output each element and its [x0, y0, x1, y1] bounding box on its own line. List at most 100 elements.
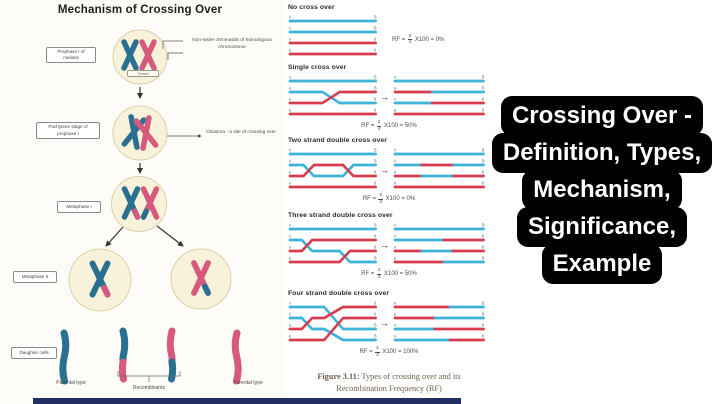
- svg-text:a: a: [289, 36, 292, 41]
- daughter-recombinant-1-tip: [118, 358, 127, 383]
- svg-text:a: a: [394, 255, 397, 260]
- annotation-connectors: [117, 40, 202, 382]
- svg-text:B: B: [374, 14, 377, 19]
- flow-arrows: [105, 87, 184, 247]
- arrow-right-icon: →: [380, 164, 389, 175]
- cell-circle-metaphase1: [111, 176, 167, 232]
- chromosome-pink-pachytene: [133, 115, 159, 151]
- svg-text:B: B: [482, 158, 485, 163]
- connector-non-sister-2: [167, 52, 183, 60]
- svg-text:B: B: [374, 322, 377, 327]
- svg-text:b: b: [374, 233, 377, 238]
- arrow-diagonal-left-icon: [105, 226, 124, 247]
- figure-caption-number: Figure 3.11:: [317, 372, 360, 381]
- swapped-tip-pink: [132, 208, 141, 220]
- svg-text:a: a: [394, 300, 397, 305]
- section-title: Four strand double cross over: [288, 290, 390, 297]
- svg-text:b: b: [482, 96, 485, 101]
- svg-text:A: A: [394, 333, 397, 338]
- tetrad-label: Tetrad: [127, 70, 159, 77]
- chromosome-pink-metaphase2: [191, 260, 211, 296]
- svg-text:B: B: [482, 222, 485, 227]
- chromosome-pink-metaphase1: [140, 186, 160, 220]
- svg-text:B: B: [374, 85, 377, 90]
- swapped-tip-blue: [202, 283, 211, 296]
- svg-text:a: a: [394, 107, 397, 112]
- title-card-line: Example: [541, 244, 663, 284]
- arrow-right-icon: →: [380, 317, 389, 328]
- daughter-recombinant-1-top: [119, 327, 129, 367]
- daughter-parental-blue: [59, 329, 70, 385]
- mechanism-title: Mechanism of Crossing Over: [57, 4, 223, 16]
- svg-text:A: A: [289, 222, 292, 227]
- swapped-tip-pink: [101, 284, 111, 298]
- svg-text:B: B: [374, 147, 377, 152]
- svg-text:a: a: [289, 255, 292, 260]
- connector-non-sister-1: [162, 40, 183, 49]
- svg-text:b: b: [482, 244, 485, 249]
- svg-text:B: B: [482, 255, 485, 260]
- svg-text:B: B: [374, 255, 377, 260]
- svg-text:a: a: [394, 244, 397, 249]
- figure-caption-text: Types of crossing over and its: [359, 372, 461, 381]
- svg-text:B: B: [482, 85, 485, 90]
- svg-text:b: b: [374, 300, 377, 305]
- svg-text:a: a: [289, 47, 292, 52]
- title-card-line: Definition, Types,: [491, 133, 713, 173]
- label-recombinants: Recombinants: [133, 385, 165, 391]
- daughter-recombinant-2-top: [166, 327, 176, 367]
- chromosome-pink-prophase: [139, 39, 157, 71]
- stage-label-metaphase1: Metaphase I: [57, 201, 101, 213]
- figure-caption: Figure 3.11: Types of crossing over and …: [288, 371, 490, 395]
- svg-text:b: b: [482, 169, 485, 174]
- arrow-diagonal-right-icon: [156, 225, 184, 247]
- svg-text:B: B: [482, 300, 485, 305]
- svg-text:a: a: [289, 107, 292, 112]
- svg-text:B: B: [482, 147, 485, 152]
- svg-text:B: B: [374, 222, 377, 227]
- label-parental-type-right: Parental type: [233, 380, 263, 386]
- svg-text:b: b: [374, 169, 377, 174]
- svg-text:A: A: [289, 233, 292, 238]
- svg-text:A: A: [289, 311, 292, 316]
- svg-text:A: A: [289, 25, 292, 30]
- svg-text:A: A: [394, 322, 397, 327]
- label-parental-type-left: Parental type: [56, 380, 86, 386]
- svg-text:B: B: [374, 158, 377, 163]
- svg-text:b: b: [482, 107, 485, 112]
- section-title: Two strand double cross over: [288, 137, 387, 144]
- svg-text:b: b: [374, 107, 377, 112]
- arrow-right-icon: →: [380, 239, 389, 250]
- chromosome-blue-metaphase2: [89, 260, 111, 298]
- svg-text:A: A: [289, 74, 292, 79]
- svg-text:a: a: [394, 311, 397, 316]
- mechanism-diagram-art: [59, 29, 242, 385]
- stage-label-daughter: Daughter cells: [11, 347, 57, 359]
- cell-circle-pachytene: [112, 105, 168, 161]
- svg-text:A: A: [289, 85, 292, 90]
- svg-text:b: b: [374, 47, 377, 52]
- title-card-line: Crossing Over -: [500, 96, 704, 136]
- svg-text:A: A: [289, 14, 292, 19]
- svg-text:b: b: [482, 322, 485, 327]
- svg-text:b: b: [374, 311, 377, 316]
- svg-text:A: A: [394, 74, 397, 79]
- svg-text:b: b: [374, 244, 377, 249]
- stage-label-metaphase2: Metaphase II: [13, 271, 57, 283]
- title-card-line: Significance,: [516, 207, 688, 247]
- svg-text:a: a: [289, 169, 292, 174]
- svg-text:a: a: [394, 169, 397, 174]
